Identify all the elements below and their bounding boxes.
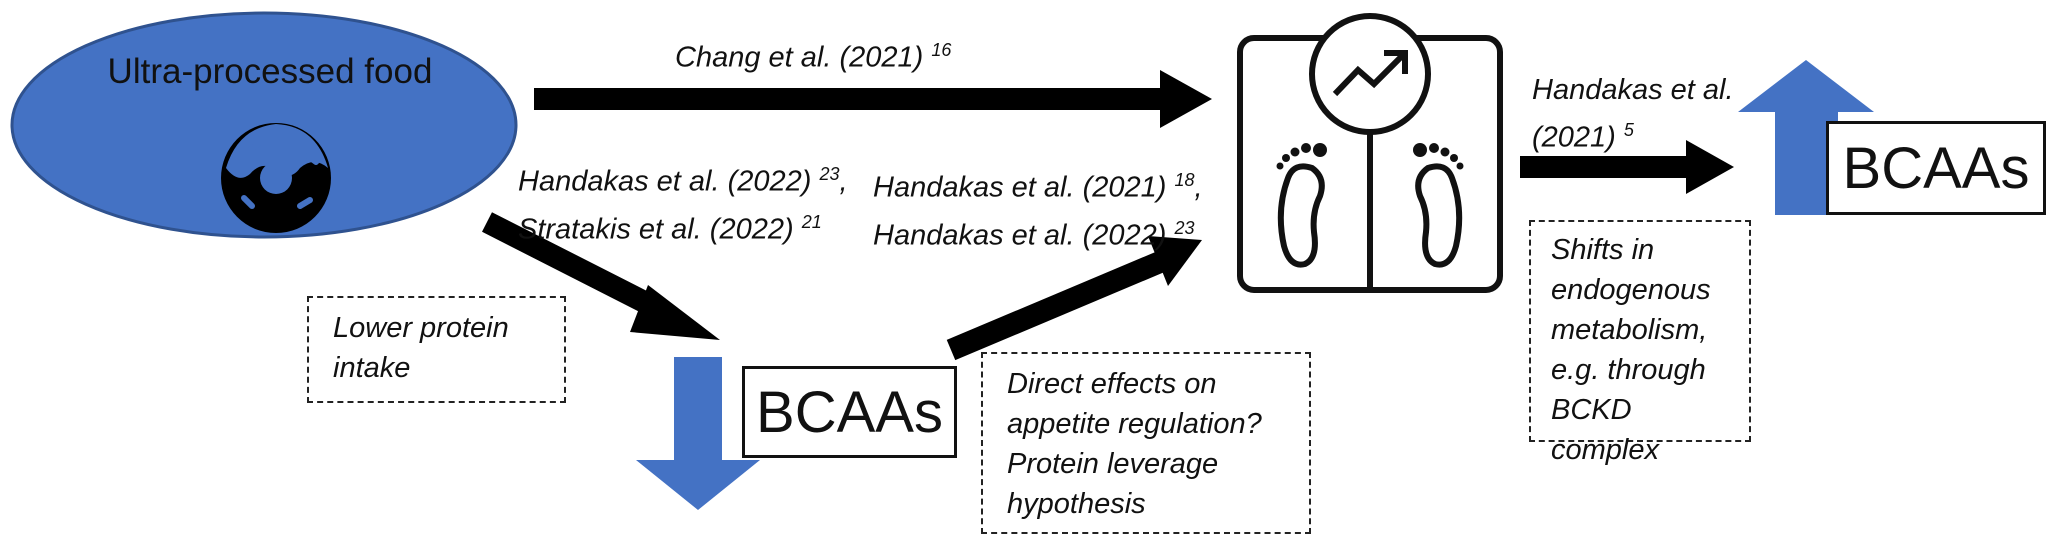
arrow-scale-to-bcaa bbox=[1520, 140, 1734, 194]
note-appetite: Direct effects on appetite regulation? P… bbox=[981, 352, 1311, 534]
edge-label-food-to-bcaa: Handakas et al. (2022) 23, Stratakis et … bbox=[518, 164, 848, 246]
edge-label-chang: Chang et al. (2021) 16 bbox=[675, 40, 952, 74]
food-label: Ultra-processed food bbox=[107, 52, 433, 91]
up-arrow-icon bbox=[1738, 60, 1874, 215]
arrow-bcaa-to-scale bbox=[946, 236, 1202, 361]
right-foot-icon bbox=[1413, 143, 1464, 268]
arrow-food-to-bcaa bbox=[482, 212, 720, 340]
down-arrow-icon bbox=[636, 357, 760, 510]
bcaa-high-label: BCAAs bbox=[1842, 135, 2030, 201]
left-foot-icon bbox=[1276, 143, 1327, 268]
trend-up-icon bbox=[1332, 50, 1408, 97]
bcaa-low-box: BCAAs bbox=[742, 366, 957, 458]
donut-icon bbox=[221, 123, 331, 233]
bcaa-high-box: BCAAs bbox=[1826, 121, 2046, 215]
note-metabolism: Shifts in endogenous metabolism, e.g. th… bbox=[1529, 220, 1751, 466]
note-protein: Lower protein intake bbox=[307, 296, 566, 403]
arrow-food-to-scale bbox=[534, 70, 1212, 128]
edge-label-bcaa-to-scale: Handakas et al. (2021) 18, Handakas et a… bbox=[873, 170, 1203, 252]
weighing-scale-icon bbox=[1237, 13, 1503, 293]
bcaa-low-label: BCAAs bbox=[756, 379, 943, 445]
edge-label-scale-to-bcaa: Handakas et al. (2021) 5 bbox=[1532, 74, 1734, 154]
